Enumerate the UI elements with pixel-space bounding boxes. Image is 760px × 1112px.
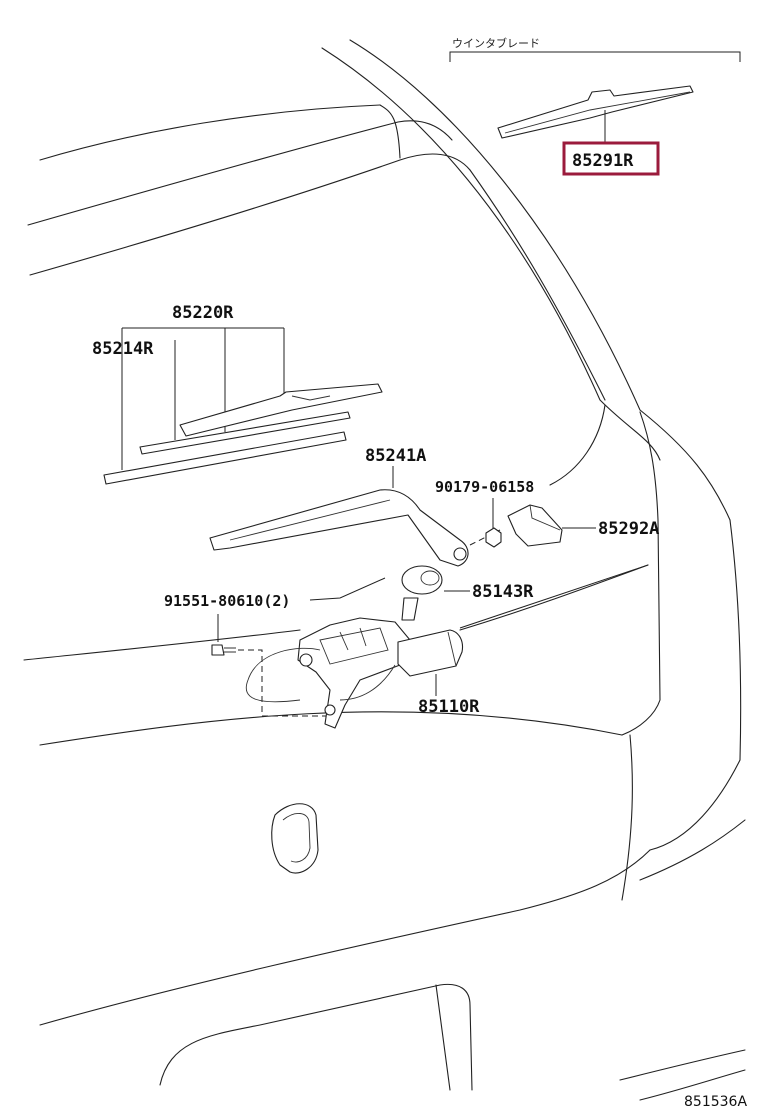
- cap-shape: [507, 504, 563, 547]
- part-label-85110r[interactable]: 85110R: [418, 697, 480, 717]
- part-label-85291r[interactable]: 85291R: [572, 151, 634, 171]
- part-label-85143r[interactable]: 85143R: [472, 582, 534, 602]
- winter-blade-shape: [497, 85, 694, 139]
- part-label-85220r[interactable]: 85220R: [172, 303, 234, 323]
- highlight-box-85291r[interactable]: [562, 141, 660, 176]
- part-label-90179-06158[interactable]: 90179-06158: [435, 478, 534, 496]
- vehicle-body-outline: [23, 39, 746, 1101]
- motor-body: [397, 629, 464, 677]
- part-label-85214r[interactable]: 85214R: [92, 339, 154, 359]
- winter-blade-caption: ウインタブレード: [452, 36, 540, 50]
- winter-blade-group: ウインタブレード: [449, 36, 741, 146]
- part-label-85292a[interactable]: 85292A: [598, 519, 659, 539]
- part-label-85241a[interactable]: 85241A: [365, 446, 426, 466]
- motor-bracket: [297, 617, 411, 729]
- nut-group: 90179-06158: [435, 478, 534, 548]
- wiper-arm-shape: [209, 489, 469, 567]
- wiper-arm-group: 85241A: [209, 446, 501, 567]
- cap-group: 85292A: [507, 504, 659, 547]
- wiper-blade-assembly: 85220R 85214R: [92, 303, 383, 485]
- figure-code: 851536A: [684, 1094, 747, 1110]
- wiper-motor-group: 85110R: [245, 564, 649, 729]
- grommet-group: 85143R: [401, 565, 534, 621]
- bolt-group: 91551-80610(2): [164, 577, 386, 717]
- part-label-91551-80610[interactable]: 91551-80610(2): [164, 592, 290, 610]
